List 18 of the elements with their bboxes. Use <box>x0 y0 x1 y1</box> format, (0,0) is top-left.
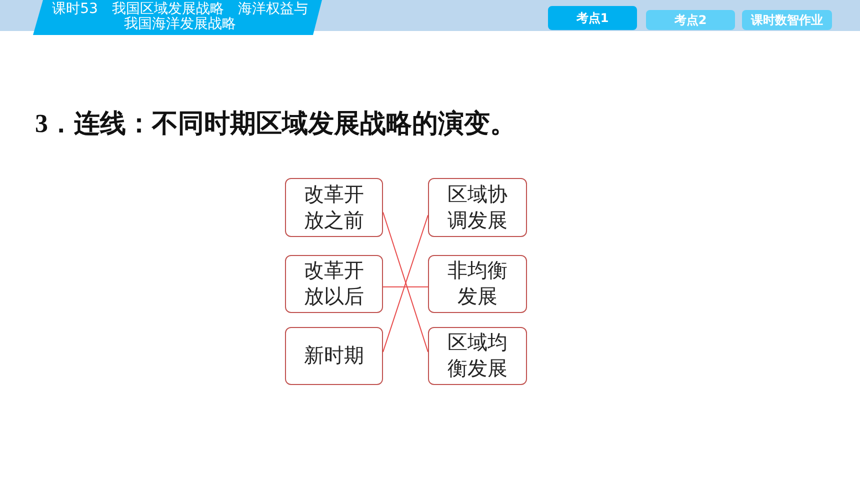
box-text: 区域均衡发展 <box>447 331 508 382</box>
question-heading: 3．连线：不同时期区域发展战略的演变。 <box>35 108 516 140</box>
header-title: 课时53 我国区域发展战略 海洋权益与我国海洋发展战略 <box>51 2 309 32</box>
rounded-box <box>428 327 527 385</box>
tab-button: 课时数智作业 <box>742 10 832 30</box>
box-text: 改革开放之前 <box>304 182 364 234</box>
box-text: 新时期 <box>304 344 364 369</box>
tab-button: 考点2 <box>646 10 735 30</box>
rounded-box <box>428 178 527 237</box>
rounded-box <box>428 255 527 313</box>
box-text: 非均衡发展 <box>447 259 508 310</box>
rounded-box <box>285 327 383 385</box>
box-text: 区域协调发展 <box>447 182 508 234</box>
connector-line <box>382 286 428 288</box>
box-text: 改革开放以后 <box>304 259 364 310</box>
rounded-box <box>285 255 383 313</box>
rounded-box <box>285 178 383 237</box>
tab-button: 考点1 <box>548 6 637 30</box>
